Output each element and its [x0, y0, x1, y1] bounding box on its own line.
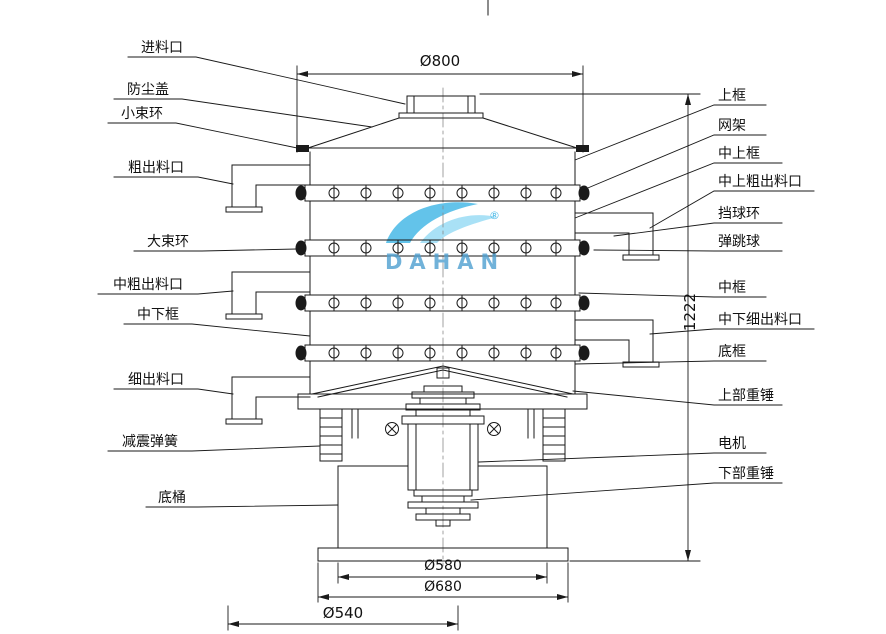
centerline — [442, 0, 489, 567]
dim-total-height: 1222 — [681, 292, 699, 332]
label-bottom-frame: 底框 — [718, 344, 746, 360]
dahan-watermark-text: DAHAN — [385, 250, 506, 274]
dust-cover-cone — [296, 117, 589, 152]
dahan-logo-swoosh — [386, 202, 497, 243]
leader-lines — [97, 56, 815, 508]
leader-lines-left — [97, 56, 406, 508]
label-mesh-frame: 网架 — [718, 118, 746, 134]
feed-inlet — [398, 95, 484, 119]
label-mid-lower-fine-outlet: 中下细出料口 — [718, 312, 802, 328]
base-frame — [297, 365, 588, 410]
label-upper-frame: 上框 — [718, 88, 746, 104]
dim-top-diameter: Ø800 — [419, 52, 461, 70]
dim-base-inner-diameter: Ø580 — [424, 558, 462, 574]
machine-body — [225, 95, 660, 562]
fine-outlet-spout — [225, 376, 311, 425]
dim-base-outer-diameter: Ø680 — [424, 579, 462, 595]
dimension-lines — [227, 65, 701, 631]
leader-lines-right — [470, 104, 815, 501]
registered-trademark-icon: ® — [489, 209, 500, 222]
label-coarse-outlet: 粗出料口 — [128, 160, 184, 176]
label-feed-inlet: 进料口 — [141, 40, 183, 56]
base-barrel — [317, 465, 569, 562]
motor-assembly — [385, 385, 501, 527]
label-ball-stop-ring: 挡球环 — [718, 206, 760, 222]
label-small-clamp-ring: 小束环 — [121, 106, 163, 122]
label-upper-weight: 上部重锤 — [718, 388, 774, 404]
label-damping-spring: 减震弹簧 — [122, 434, 178, 450]
label-bouncing-ball: 弹跳球 — [718, 234, 760, 250]
mid-lower-fine-outlet-spout — [574, 319, 660, 368]
label-mid-upper-coarse-outlet: 中上粗出料口 — [718, 174, 802, 190]
sieve-deck-1 — [296, 185, 590, 201]
dim-bottom-diameter: Ø540 — [322, 604, 364, 622]
label-medium-coarse-outlet: 中粗出料口 — [113, 277, 183, 293]
label-fine-outlet: 细出料口 — [128, 372, 184, 388]
label-lower-weight: 下部重锤 — [718, 466, 774, 482]
sieve-deck-4 — [296, 345, 590, 361]
label-mid-upper-frame: 中上框 — [718, 146, 760, 162]
label-base-barrel: 底桶 — [158, 490, 186, 506]
label-mid-lower-frame: 中下框 — [137, 307, 179, 323]
label-motor: 电机 — [718, 436, 746, 452]
frame-walls — [309, 151, 576, 395]
label-middle-frame: 中框 — [718, 280, 746, 296]
label-dust-cover: 防尘盖 — [127, 82, 169, 98]
medium-coarse-outlet-spout — [225, 271, 311, 320]
damping-springs — [319, 408, 566, 462]
sieve-deck-3 — [296, 295, 590, 311]
label-large-clamp-ring: 大束环 — [147, 234, 189, 250]
